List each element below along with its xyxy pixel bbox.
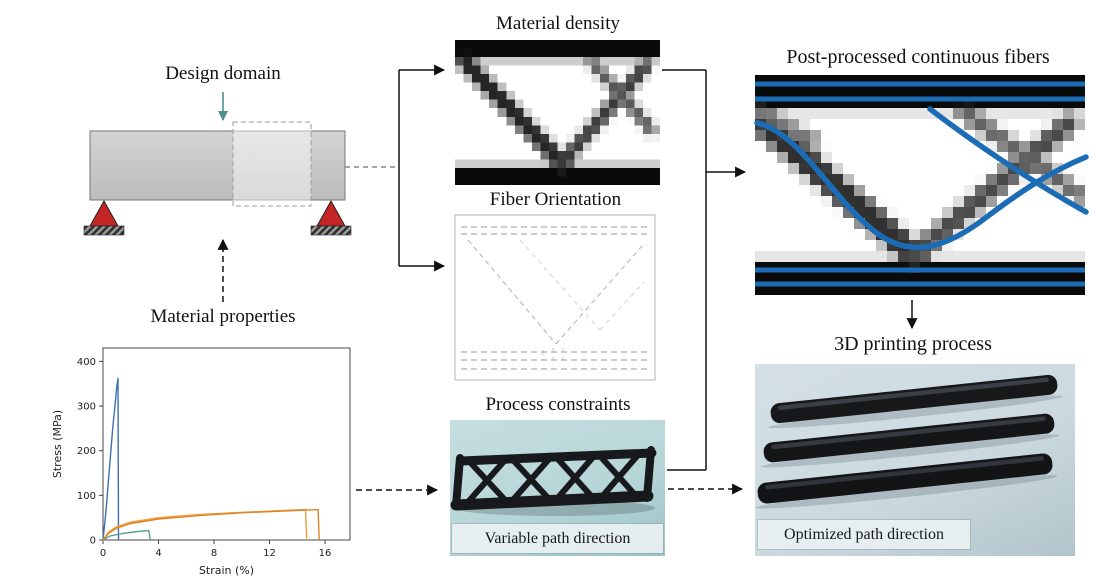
material-properties-label: Material properties (150, 306, 296, 327)
x-tick-label: 0 (100, 548, 106, 559)
y-tick-label: 0 (90, 536, 96, 547)
y-axis-label: Stress (MPa) (51, 410, 64, 478)
series-line-1 (102, 377, 120, 541)
support-right-icon (316, 199, 346, 227)
ground-hatch-right (310, 225, 352, 236)
y-tick-label: 400 (77, 357, 96, 368)
x-tick-label: 12 (263, 548, 276, 559)
series-line-3 (102, 508, 308, 541)
design-domain-label: Design domain (165, 63, 281, 84)
post-processed-label: Post-processed continuous fibers (786, 46, 1050, 68)
x-tick-label: 16 (319, 548, 332, 559)
x-tick-label: 8 (211, 548, 217, 559)
post-processed-image (755, 75, 1085, 295)
series-line-4 (102, 508, 320, 541)
variable-path-caption: Variable path direction (452, 524, 663, 553)
fiber-orientation-label: Fiber Orientation (489, 189, 622, 210)
design-domain-figure (83, 92, 352, 236)
x-axis-label: Strain (%) (199, 564, 254, 577)
optimized-path-caption: Optimized path direction (758, 520, 970, 549)
material-density-image (455, 40, 660, 185)
series-line-2 (102, 529, 151, 541)
material-density-label: Material density (496, 13, 620, 34)
support-left-icon (89, 199, 119, 227)
y-tick-label: 100 (77, 491, 96, 502)
plot-frame (102, 347, 351, 541)
printing-process-label: 3D printing process (834, 333, 992, 355)
y-tick-label: 300 (77, 402, 96, 413)
beam-body (89, 130, 346, 201)
y-tick-label: 200 (77, 446, 96, 457)
process-constraints-label: Process constraints (485, 394, 631, 415)
ground-hatch-left (83, 225, 125, 236)
x-tick-label: 4 (155, 548, 161, 559)
fiber-orientation-figure (454, 214, 656, 381)
sub-domain-outline (232, 121, 312, 207)
